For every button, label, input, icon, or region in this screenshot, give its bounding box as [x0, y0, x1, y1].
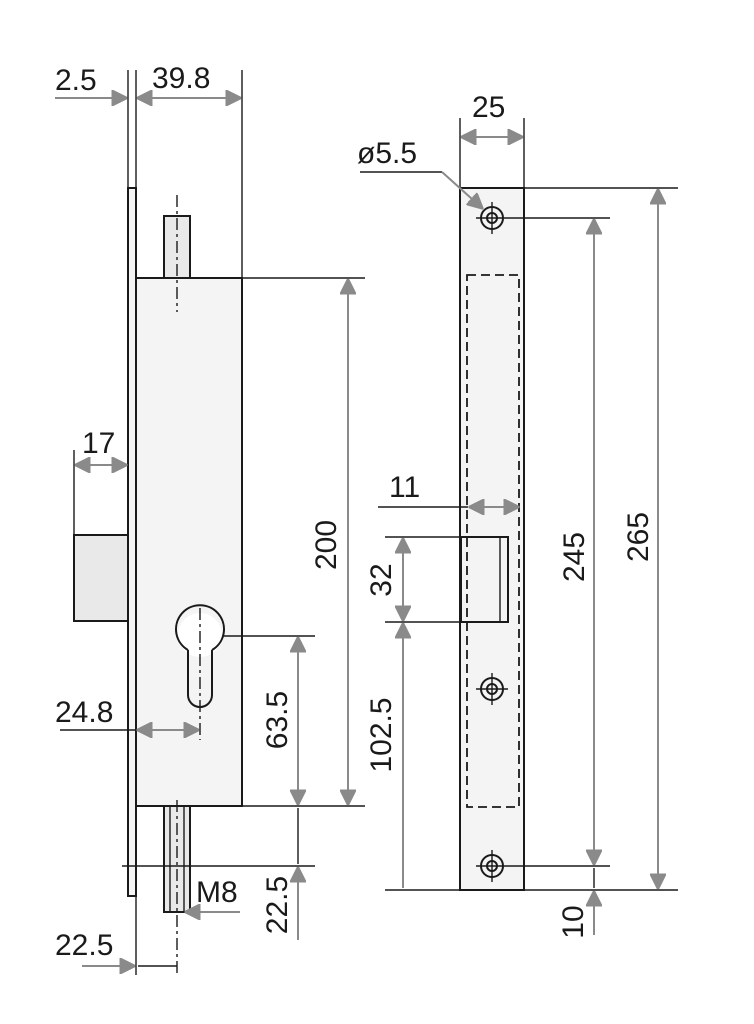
dim-plate-width: 25: [472, 91, 505, 124]
case-hidden-outline: [466, 274, 520, 808]
dim-faceplate-thickness: 2.5: [55, 64, 97, 97]
dim-case-depth: 39.8: [152, 62, 210, 95]
dim-hole-diameter: ø5.5: [357, 137, 417, 170]
dim-hole-spacing: 245: [558, 532, 591, 582]
dim-case-height: 200: [310, 520, 343, 570]
dim-cylinder-offset: 63.5: [261, 691, 294, 749]
dim-rod-offset: 22.5: [55, 929, 113, 962]
dim-backset: 24.8: [55, 696, 113, 729]
bolt-slot: [460, 536, 509, 623]
middle-screw-hole: [476, 673, 508, 705]
faceplate-side: [127, 187, 137, 897]
dim-bolt-projection: 17: [82, 427, 115, 460]
dim-slot-from-bottom: 102.5: [365, 697, 398, 772]
dim-rod-thread: M8: [196, 876, 238, 909]
latch-bolt: [73, 534, 129, 622]
front-view: 25 ø5.5 11 32 102.5 245 265 10: [357, 91, 678, 939]
faceplate-front: [459, 187, 525, 891]
dim-bottom-hole-offset: 10: [557, 905, 590, 938]
bottom-screw-hole: [476, 850, 508, 882]
dim-plate-height: 265: [622, 512, 655, 562]
dim-rod-spacing: 22.5: [261, 876, 294, 934]
dim-bolt-slot-height: 32: [365, 563, 398, 596]
side-view: 2.5 39.8 17 24.8 200 63.5 22.5 M8 22.5: [55, 62, 365, 975]
dim-bolt-slot-width: 11: [389, 471, 420, 504]
top-screw-hole: [476, 202, 508, 234]
lock-case: [135, 277, 243, 807]
